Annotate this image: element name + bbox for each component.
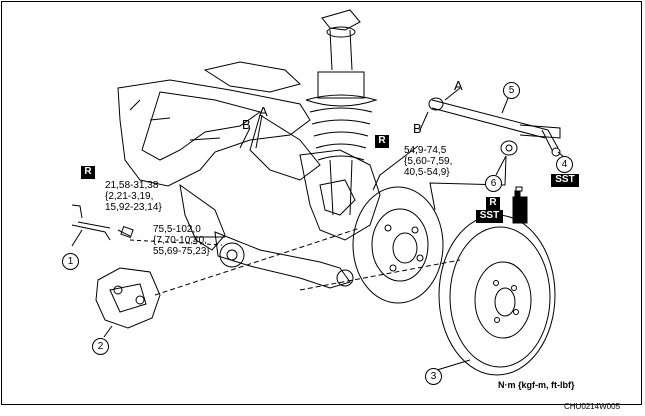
leader-lines <box>71 87 566 371</box>
callout-5: 5 <box>503 82 520 99</box>
sst-badge: SST <box>551 174 579 187</box>
subframe <box>117 61 321 251</box>
sst-bottle <box>512 186 528 224</box>
caliper <box>95 267 161 329</box>
bushing <box>500 140 518 156</box>
brake-cable <box>71 204 134 241</box>
callout-4: 4 <box>556 156 573 173</box>
lateral-link <box>428 97 561 139</box>
torque-spec-1: 21,58-31,38 {2,21-3,19, 15,92-23,14} <box>105 180 162 213</box>
knuckle <box>299 149 381 241</box>
callout-3: 3 <box>425 368 442 385</box>
reuse-warning-badge: R <box>375 135 389 148</box>
diagram-frame <box>1 1 642 405</box>
figure-code: CHU0214W005 <box>564 402 621 411</box>
callout-2: 2 <box>92 338 109 355</box>
unit-legend: N·m {kgf-m, ft-lbf} <box>498 380 575 390</box>
sst-badge: SST <box>476 210 503 223</box>
brake-rotor <box>438 214 556 376</box>
shock-absorber <box>305 9 378 216</box>
marker-b: B <box>242 117 251 132</box>
ball-joint <box>541 129 561 157</box>
reuse-warning-badge: R <box>486 197 500 210</box>
hub-and-disc <box>352 186 444 304</box>
torque-spec-3: 54,9-74,5 {5,60-7,59, 40,5-54,9} <box>404 145 453 178</box>
callout-1: 1 <box>62 253 79 270</box>
lower-arm <box>214 231 354 289</box>
callout-6: 6 <box>485 175 502 192</box>
marker-b: B <box>413 121 422 136</box>
reuse-warning-badge: R <box>81 166 95 179</box>
marker-a: A <box>454 78 463 93</box>
torque-spec-2: 75,5-102,0 {7,70-10,40, 55,69-75,23} <box>153 224 210 257</box>
marker-a: A <box>259 104 268 119</box>
